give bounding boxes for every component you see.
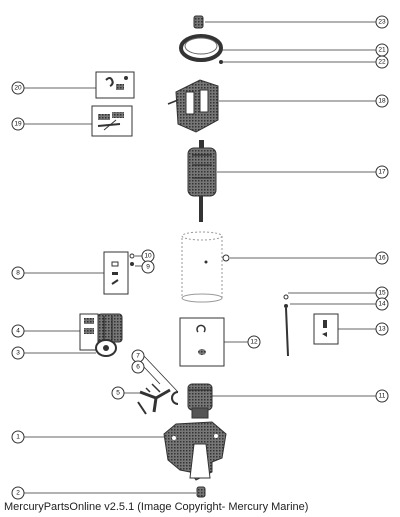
callout-2[interactable]: 2 — [11, 486, 25, 500]
part-5-fork-assembly[interactable] — [137, 387, 171, 415]
callout-14[interactable]: 14 — [375, 297, 389, 311]
callout-9[interactable]: 9 — [141, 260, 155, 274]
part-19-brush-card[interactable] — [91, 105, 133, 137]
svg-text:4: 4 — [16, 328, 20, 335]
part-20-kit-card[interactable] — [95, 71, 135, 99]
part-12-gasket-card[interactable] — [179, 317, 225, 367]
part-3-end-plate[interactable] — [95, 339, 117, 357]
callout-3[interactable]: 3 — [11, 346, 25, 360]
part-2-bushing[interactable] — [196, 486, 206, 498]
svg-text:21: 21 — [378, 47, 386, 54]
part-17-armature[interactable] — [187, 140, 217, 222]
callout-6[interactable]: 6 — [131, 360, 145, 374]
callout-21[interactable]: 21 — [375, 43, 389, 57]
part-22-screw[interactable] — [219, 60, 223, 64]
part-6-pin[interactable] — [151, 383, 161, 393]
svg-text:16: 16 — [378, 255, 386, 262]
callout-15[interactable]: 15 — [375, 286, 389, 300]
callout-16[interactable]: 16 — [375, 251, 389, 265]
callout-13[interactable]: 13 — [375, 322, 389, 336]
callout-20[interactable]: 20 — [11, 81, 25, 95]
callout-7[interactable]: 7 — [131, 349, 145, 363]
part-14-bolt[interactable] — [284, 304, 289, 357]
copyright-footer: MercuryPartsOnline v2.5.1 (Image Copyrig… — [4, 501, 309, 513]
callout-1[interactable]: 1 — [11, 430, 25, 444]
svg-text:18: 18 — [378, 98, 386, 105]
callout-8[interactable]: 8 — [11, 266, 25, 280]
part-16-field-frame[interactable] — [181, 231, 230, 303]
part-9-nut[interactable] — [130, 262, 134, 266]
callout-19[interactable]: 19 — [11, 117, 25, 131]
part-1-drive-housing[interactable] — [163, 421, 227, 481]
svg-text:15: 15 — [378, 290, 386, 297]
svg-text:12: 12 — [250, 339, 258, 346]
callout-23[interactable]: 23 — [375, 15, 389, 29]
svg-text:19: 19 — [14, 121, 22, 128]
svg-text:11: 11 — [379, 393, 386, 400]
part-4-bushing-card[interactable] — [79, 313, 123, 351]
part-23-bushing[interactable] — [193, 15, 204, 29]
svg-text:10: 10 — [144, 253, 152, 260]
svg-text:17: 17 — [378, 169, 386, 176]
svg-text:6: 6 — [136, 364, 140, 371]
part-10-washer[interactable] — [129, 253, 135, 259]
callout-4[interactable]: 4 — [11, 324, 25, 338]
svg-text:22: 22 — [378, 59, 386, 66]
callout-10[interactable]: 10 — [141, 249, 155, 263]
svg-text:5: 5 — [116, 390, 120, 397]
callout-22[interactable]: 22 — [375, 55, 389, 69]
svg-text:13: 13 — [378, 326, 386, 333]
part-15-washer[interactable] — [283, 294, 289, 300]
part-11-drive[interactable] — [187, 383, 213, 419]
svg-text:3: 3 — [16, 350, 20, 357]
leader-lines — [24, 21, 376, 494]
part-13-card[interactable] — [313, 313, 339, 345]
svg-text:1: 1 — [16, 434, 20, 441]
svg-text:7: 7 — [136, 353, 140, 360]
callout-18[interactable]: 18 — [375, 94, 389, 108]
svg-text:9: 9 — [146, 264, 150, 271]
part-8-hardware-card[interactable] — [103, 251, 129, 295]
callout-17[interactable]: 17 — [375, 165, 389, 179]
callout-5[interactable]: 5 — [111, 386, 125, 400]
callout-11[interactable]: 11 — [375, 389, 389, 403]
svg-text:2: 2 — [16, 490, 20, 497]
svg-text:14: 14 — [378, 301, 386, 308]
svg-text:8: 8 — [16, 270, 20, 277]
svg-text:23: 23 — [378, 19, 386, 26]
callout-12[interactable]: 12 — [247, 335, 261, 349]
part-7-ring[interactable] — [171, 391, 179, 405]
svg-text:20: 20 — [14, 85, 22, 92]
part-21-band[interactable] — [179, 34, 223, 62]
part-18-brush-holder[interactable] — [167, 79, 219, 133]
